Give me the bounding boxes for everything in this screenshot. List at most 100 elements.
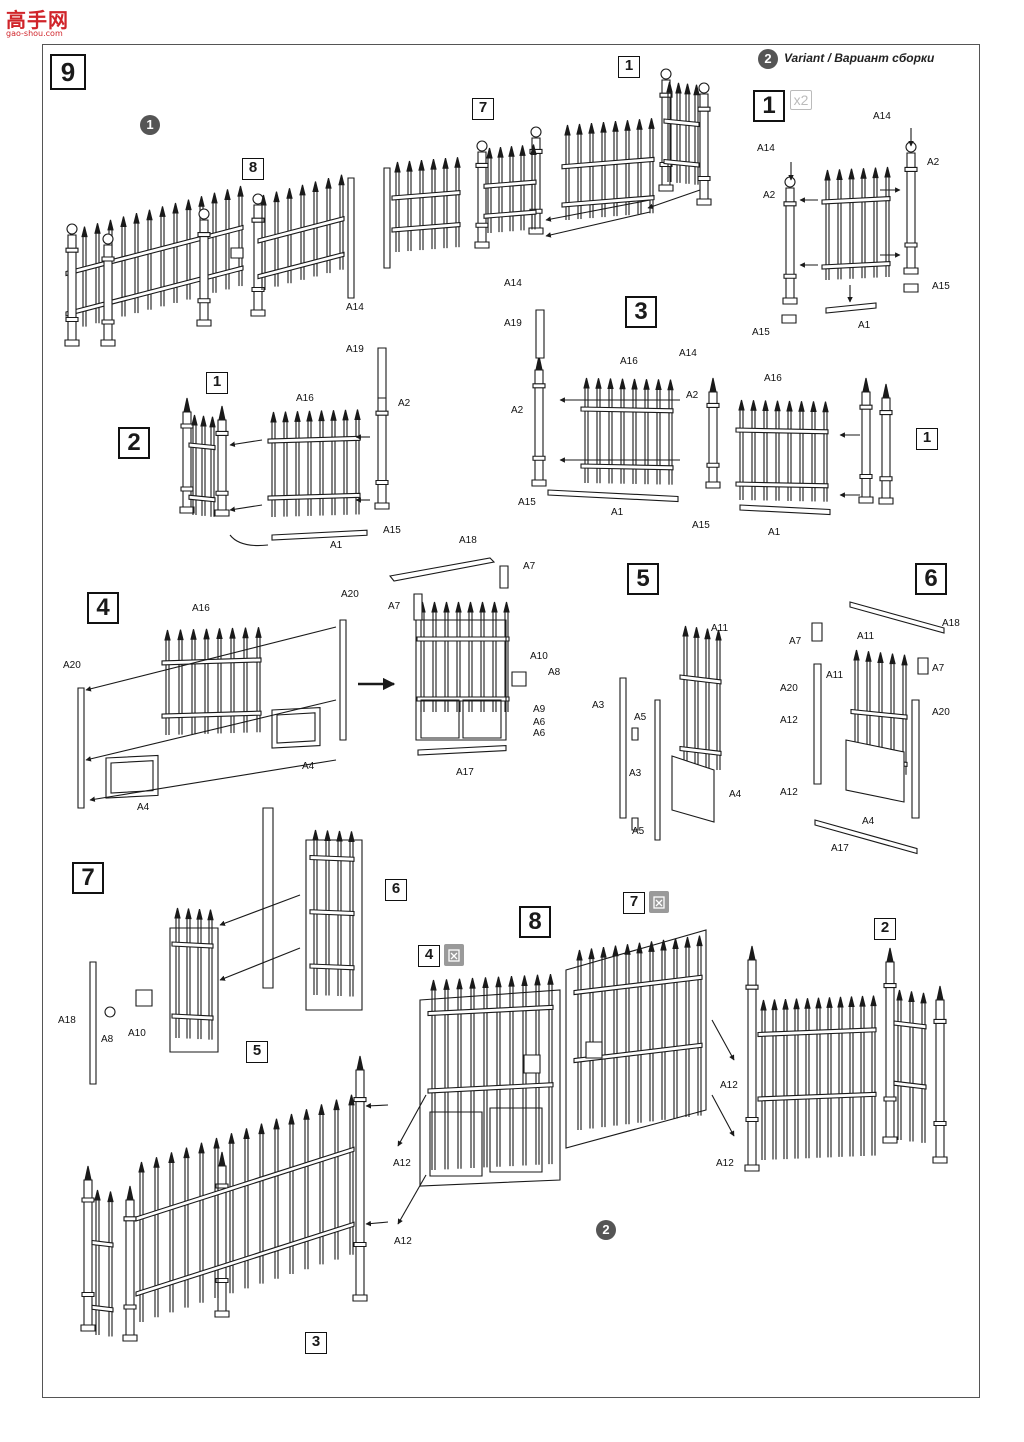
picket-spike [873, 168, 878, 178]
picket-spike [751, 400, 756, 410]
post-spike-finial [127, 1186, 133, 1200]
part-label-a16: A16 [620, 356, 638, 367]
picket-spike [644, 379, 649, 389]
post-collar [860, 475, 872, 479]
fence-rail [664, 119, 699, 127]
picket-spike [849, 996, 854, 1006]
side-frame [263, 808, 273, 988]
picket-spike [596, 378, 601, 388]
fence-rail [258, 252, 344, 278]
picket-spike [878, 652, 883, 662]
picket-spike [184, 1148, 189, 1158]
picket-spike [794, 999, 799, 1009]
side-frame-a20 [814, 664, 821, 784]
gate-frame-large [306, 840, 362, 1010]
top-bar-a18 [90, 962, 96, 1084]
post-ball-finial [699, 83, 709, 93]
do-not-glue-icon [444, 944, 464, 966]
part-label-a4: A4 [862, 816, 875, 827]
picket-spike [212, 193, 217, 203]
picket-spike [243, 628, 248, 638]
part-label-a1: A1 [768, 527, 781, 538]
picket-spike [504, 602, 509, 612]
picket-spike [334, 1100, 339, 1110]
side-frame-a20 [340, 620, 346, 740]
variant-label: Variant / Вариант сборки [784, 51, 935, 65]
assembly-arrow [85, 627, 336, 692]
fence-rail [581, 407, 673, 413]
post-base [353, 1295, 367, 1301]
assembly-arrow [365, 1103, 388, 1109]
post-base [251, 310, 265, 316]
post-base [659, 185, 673, 191]
picket-spike [548, 974, 553, 984]
picket-spike [716, 630, 721, 640]
step-3-number: 3 [625, 296, 657, 328]
post-base [783, 298, 797, 304]
assembly-arrow [647, 190, 700, 209]
frame-panel [272, 708, 320, 748]
picket-spike [849, 169, 854, 179]
part-label-a14: A14 [504, 278, 522, 289]
step-2-drawing [180, 348, 389, 546]
gate-lower-panel [430, 1112, 482, 1176]
side-frame-a20 [78, 688, 84, 808]
picket-spike [300, 185, 305, 195]
post-base [883, 1137, 897, 1143]
fence-rail [310, 964, 354, 970]
step-7-ref-5: 5 [246, 1041, 268, 1063]
fence-rail [189, 495, 215, 502]
picket-spike [656, 379, 661, 389]
picket-spike [492, 602, 497, 612]
picket-spike [921, 993, 926, 1003]
assembly-arrow [545, 200, 650, 222]
post-base [375, 503, 389, 509]
part-label-a3: A3 [629, 768, 642, 779]
post-collar [181, 424, 193, 428]
lock-plate-a10 [136, 990, 152, 1006]
picket-spike [522, 975, 527, 985]
picket-spike [584, 378, 589, 388]
hinge-a7 [500, 566, 508, 588]
part-label-a4: A4 [137, 802, 150, 813]
part-label-a12: A12 [780, 715, 798, 726]
post-base [81, 1325, 95, 1331]
part-label-a5: A5 [634, 712, 647, 723]
base-bar-a1 [272, 530, 367, 540]
do-not-glue-icon [649, 891, 669, 913]
picket-spike [271, 412, 276, 422]
post-collar [884, 984, 896, 988]
picket-spike [787, 401, 792, 411]
fence-rail [258, 217, 344, 243]
picket-spike [649, 941, 654, 951]
picket-spike [229, 1133, 234, 1143]
picket-spike [470, 978, 475, 988]
step-4-number: 4 [87, 592, 119, 624]
picket-spike [313, 830, 318, 840]
post-collar [216, 1279, 228, 1283]
post-collar [216, 491, 228, 495]
step-6-number: 6 [915, 563, 947, 595]
picket-spike [108, 1192, 113, 1202]
post-spike-finial [184, 398, 190, 412]
picket-spike [509, 976, 514, 986]
part-label-a20: A20 [341, 589, 359, 600]
post-collar [905, 243, 917, 247]
picket-spike [419, 160, 424, 170]
picket-spike [823, 402, 828, 412]
step-5-drawing [620, 626, 721, 840]
frame-a4 [672, 756, 714, 822]
post-ball-finial [531, 127, 541, 137]
side-frame-a3 [655, 700, 660, 840]
post-base [197, 320, 211, 326]
fence-rail [136, 1222, 354, 1296]
assembly-arrow [545, 212, 650, 238]
picket-spike [761, 1000, 766, 1010]
picket-spike [186, 200, 191, 210]
picket-spike [244, 1128, 249, 1138]
picket-spike [625, 120, 630, 130]
picket-spike [676, 83, 681, 93]
hinge-a7 [414, 594, 422, 620]
